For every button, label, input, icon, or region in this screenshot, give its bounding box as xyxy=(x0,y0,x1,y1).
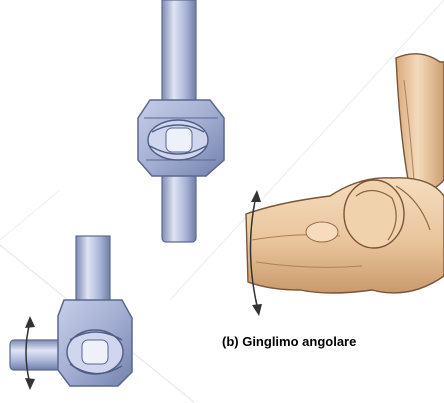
figure-caption: (b) Ginglimo angolare xyxy=(222,334,356,349)
bent-hinge-model xyxy=(10,236,132,386)
elbow-joint-anatomy xyxy=(246,54,444,293)
straight-hinge-model xyxy=(138,0,224,242)
